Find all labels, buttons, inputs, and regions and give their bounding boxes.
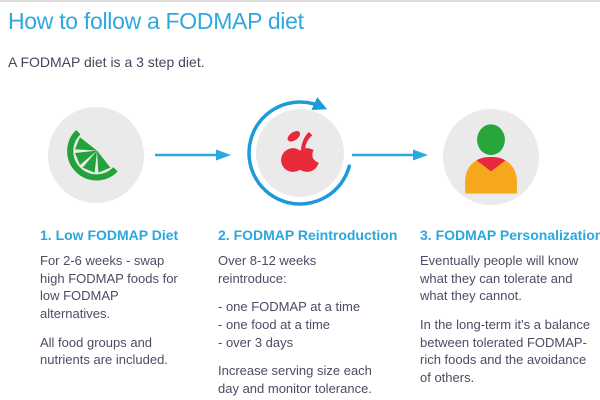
right-arrow-icon xyxy=(155,149,231,161)
step2-list-item: - one food at a time xyxy=(218,317,331,333)
person-icon xyxy=(465,124,517,194)
step1-paragraph-1: For 2-6 weeks - swap high FODMAP foods f… xyxy=(40,253,178,322)
step2-list-item: - over 3 days xyxy=(218,334,294,350)
step1-heading: 1. Low FODMAP Diet xyxy=(40,227,179,243)
page-subtitle: A FODMAP diet is a 3 step diet. xyxy=(8,54,205,70)
step3-heading: 3. FODMAP Personalization xyxy=(420,227,600,243)
step2-column: 2. FODMAP Reintroduction Over 8-12 weeks… xyxy=(218,226,398,400)
lime-wedge-icon xyxy=(67,130,118,181)
step2-icon-circle xyxy=(244,97,356,209)
step2-heading: 2. FODMAP Reintroduction xyxy=(218,227,398,243)
right-arrow-icon xyxy=(352,149,428,161)
apple-icon xyxy=(281,131,329,172)
step1-icon-circle xyxy=(48,107,144,203)
step3-column: 3. FODMAP Personalization Eventually peo… xyxy=(420,226,600,398)
cycle-arrow-icon xyxy=(247,97,353,206)
step3-paragraph-2: In the long-term it's a balance between … xyxy=(420,317,591,386)
top-divider xyxy=(0,0,600,2)
step3-paragraph-1: Eventually people will know what they ca… xyxy=(420,253,579,304)
step1-paragraph-2: All food groups and nutrients are includ… xyxy=(40,334,168,368)
step2-list: - one FODMAP at a time - one food at a t… xyxy=(218,298,386,351)
step2-intro: Over 8-12 weeks reintroduce: xyxy=(218,253,317,286)
step2-list-item: - one FODMAP at a time xyxy=(218,299,361,315)
step2-outro: Increase serving size each day and monit… xyxy=(218,363,372,397)
step3-icon-circle xyxy=(443,109,539,205)
step1-column: 1. Low FODMAP Diet For 2-6 weeks - swap … xyxy=(40,226,182,380)
page-title: How to follow a FODMAP diet xyxy=(8,8,304,34)
